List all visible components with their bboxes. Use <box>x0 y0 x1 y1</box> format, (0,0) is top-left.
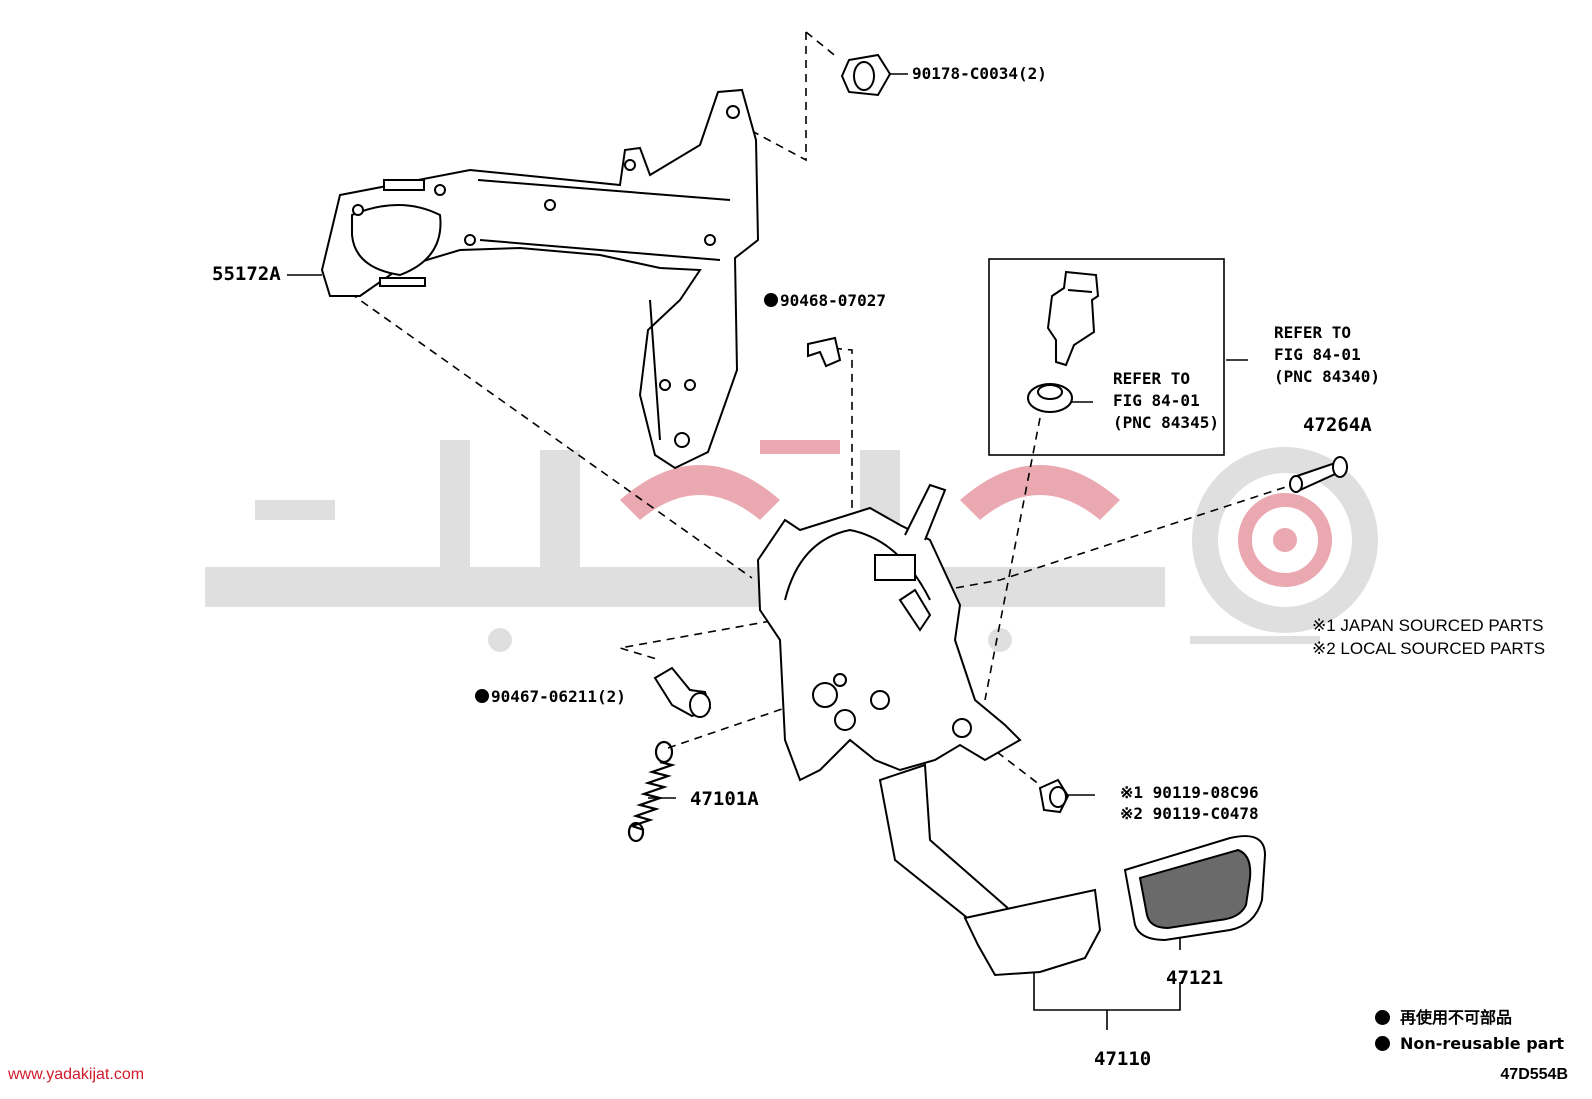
label-90119-08c96: ※1 90119-08C96 <box>1120 783 1259 802</box>
label-90467-text: 90467-06211(2) <box>491 687 626 706</box>
note-japan-sourced: ※1 JAPAN SOURCED PARTS <box>1312 616 1544 635</box>
label-90468-07027: 90468-07027 <box>764 293 886 309</box>
label-90467-06211: 90467-06211(2) <box>475 689 626 705</box>
stop-lamp-switch-drawing <box>1027 270 1100 413</box>
nut-90178-drawing <box>840 53 892 97</box>
bolt-90119-drawing <box>1038 778 1070 814</box>
label-47110: 47110 <box>1094 1048 1152 1070</box>
pedal-assembly-drawing <box>756 483 1102 977</box>
pedal-pad-47121-drawing <box>1123 835 1267 942</box>
refer-to-fig-84340: REFER TO FIG 84-01 (PNC 84340) <box>1274 323 1380 386</box>
non-reusable-mark-icon <box>1375 1036 1390 1051</box>
watermark-url-link[interactable]: www.yadakijat.com <box>8 1066 145 1083</box>
non-reusable-mark-icon <box>764 293 778 307</box>
label-90178-c0034: 90178-C0034(2) <box>912 64 1047 83</box>
bracket-55172a-drawing <box>320 88 760 470</box>
label-47101a: 47101A <box>690 788 759 810</box>
label-47264a: 47264A <box>1303 414 1372 436</box>
legend-en-text: Non-reusable part <box>1400 1034 1565 1053</box>
legend-non-reusable-jp: 再使用不可部品 <box>1375 1010 1512 1026</box>
spring-47101a-drawing <box>627 740 676 843</box>
figure-code: 47D554B <box>1500 1066 1568 1083</box>
non-reusable-mark-icon <box>1375 1010 1390 1025</box>
pin-47264a-drawing <box>1289 456 1348 493</box>
label-47121: 47121 <box>1166 967 1224 989</box>
label-55172a: 55172A <box>212 263 281 285</box>
non-reusable-mark-icon <box>475 689 489 703</box>
label-90468-text: 90468-07027 <box>780 291 886 310</box>
bolt-90467-drawing <box>653 666 712 718</box>
refer-to-fig-84345: REFER TO FIG 84-01 (PNC 84345) <box>1113 369 1219 432</box>
label-90119-c0478: ※2 90119-C0478 <box>1120 804 1259 823</box>
legend-jp-text: 再使用不可部品 <box>1400 1008 1513 1027</box>
legend-non-reusable-en: Non-reusable part <box>1375 1036 1564 1052</box>
note-local-sourced: ※2 LOCAL SOURCED PARTS <box>1312 639 1546 658</box>
clip-90468-drawing <box>807 336 842 368</box>
